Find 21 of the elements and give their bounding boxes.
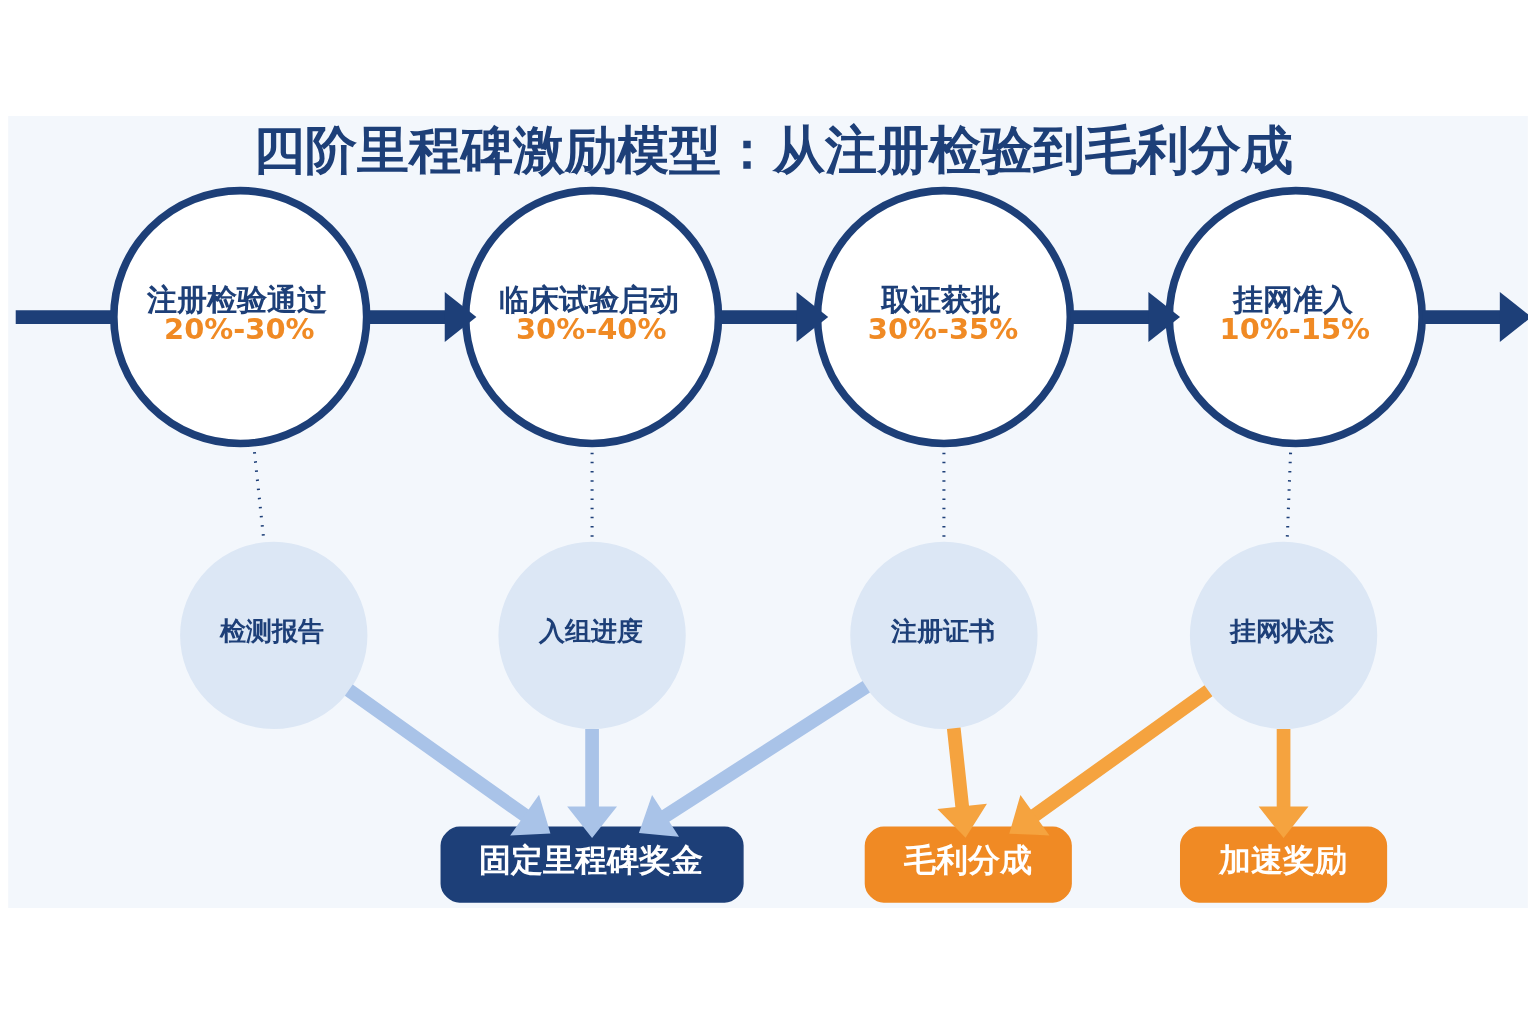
node-circle: 临床试验启动 30%-40% xyxy=(461,186,723,448)
connector xyxy=(15,310,114,324)
node-circle: 入组进度 xyxy=(498,541,686,730)
diagram-title: 四阶里程碑激励模型：从注册检验到毛利分成 xyxy=(253,120,1294,181)
arrow xyxy=(567,728,617,839)
arrow xyxy=(344,684,551,836)
arrow xyxy=(1258,728,1309,839)
arrow xyxy=(937,727,987,838)
node-circle: 取证获批 30%-35% xyxy=(813,186,1075,448)
node-box: 加速奖励 xyxy=(1180,826,1388,903)
node-circle: 挂网准入 10%-15% xyxy=(1165,186,1426,448)
node-circle: 注册检验通过 20%-30% xyxy=(110,186,371,448)
arrow xyxy=(1009,685,1213,836)
arrow xyxy=(1070,292,1181,342)
arrow xyxy=(1422,292,1528,342)
node-circle: 检测报告 xyxy=(180,541,368,730)
node-box: 毛利分成 xyxy=(864,826,1072,903)
arrow xyxy=(638,681,870,837)
node-circle: 挂网状态 xyxy=(1189,541,1378,730)
node-box: 固定里程碑奖金 xyxy=(440,826,744,903)
node-circle: 注册证书 xyxy=(850,541,1038,730)
